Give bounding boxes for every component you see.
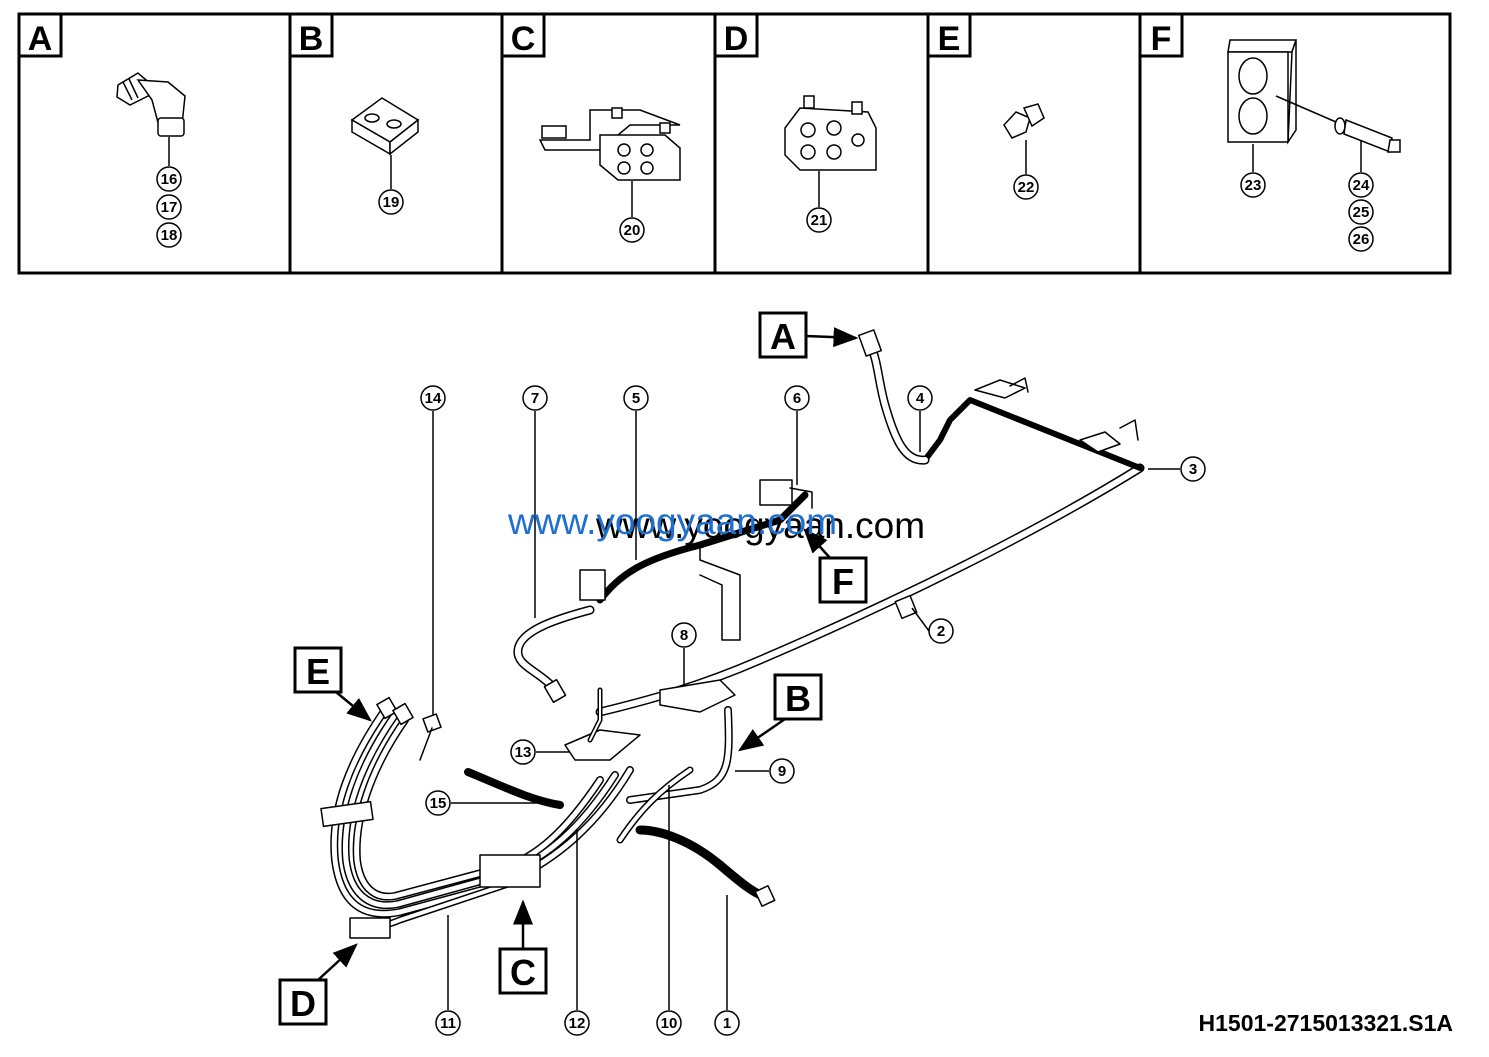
panel-b-letter: B — [299, 20, 324, 58]
callout-12: 12 — [564, 1010, 590, 1036]
watermark-black: www.yoogyaan.com — [595, 505, 925, 546]
panel-f-letter: F — [1151, 20, 1172, 58]
svg-text:B: B — [785, 678, 811, 719]
angled-adapter-icon — [1003, 103, 1045, 139]
view-label-b: B — [737, 673, 823, 752]
svg-text:12: 12 — [569, 1015, 586, 1032]
callout-26: 26 — [1348, 226, 1374, 252]
callout-8: 8 — [671, 622, 697, 648]
callout-15: 15 — [425, 790, 451, 816]
elbow-fitting-icon — [116, 72, 186, 137]
callout-7: 7 — [522, 385, 548, 411]
panel-c: C 20 — [500, 12, 681, 243]
callout-25: 25 — [1348, 199, 1374, 225]
svg-text:D: D — [290, 983, 316, 1024]
callout-9: 9 — [769, 758, 795, 784]
callout-16: 16 — [156, 166, 182, 192]
callout-17: 17 — [156, 194, 182, 220]
svg-text:8: 8 — [680, 627, 688, 644]
svg-text:4: 4 — [916, 390, 925, 407]
panel-a: A 16 17 18 — [17, 12, 186, 248]
clamp-block-icon — [350, 97, 420, 156]
panel-f: F 23 24 25 26 — [1138, 12, 1401, 252]
svg-text:16: 16 — [161, 171, 178, 188]
svg-text:14: 14 — [425, 390, 442, 407]
callout-18: 18 — [156, 222, 182, 248]
callout-20: 20 — [619, 217, 645, 243]
svg-text:21: 21 — [811, 212, 828, 229]
callout-10: 10 — [656, 1010, 682, 1036]
callout-14: 14 — [420, 385, 446, 411]
callout-3: 3 — [1180, 456, 1206, 482]
panel-b: B 19 — [288, 12, 420, 215]
svg-text:23: 23 — [1245, 177, 1262, 194]
callout-19: 19 — [378, 189, 404, 215]
view-label-a: A — [758, 311, 859, 359]
svg-text:22: 22 — [1018, 179, 1035, 196]
bracket-clamp-icon — [538, 107, 681, 181]
view-label-c: C — [498, 899, 548, 995]
callout-leaders — [432, 411, 1180, 1010]
callout-2: 2 — [928, 618, 954, 644]
watermark-blue: www.yoogyaan.com — [507, 501, 837, 542]
callout-11: 11 — [435, 1010, 461, 1036]
svg-text:A: A — [770, 316, 796, 357]
callout-21: 21 — [806, 207, 832, 233]
callout-13: 13 — [510, 739, 536, 765]
double-clamp-icon — [784, 95, 877, 171]
view-label-e: E — [293, 646, 372, 722]
callout-23: 23 — [1240, 172, 1266, 198]
svg-text:18: 18 — [161, 227, 178, 244]
clamp-block-bolt-icon — [1227, 39, 1401, 154]
svg-text:E: E — [306, 651, 330, 692]
panel-d-letter: D — [724, 20, 749, 58]
svg-text:C: C — [510, 952, 536, 993]
svg-text:20: 20 — [624, 222, 641, 239]
svg-text:19: 19 — [383, 194, 400, 211]
svg-text:17: 17 — [161, 199, 178, 216]
svg-text:26: 26 — [1353, 231, 1370, 248]
svg-text:13: 13 — [515, 744, 532, 761]
callout-5: 5 — [623, 385, 649, 411]
svg-text:6: 6 — [793, 390, 801, 407]
callout-22: 22 — [1013, 174, 1039, 200]
panel-d: D 21 — [713, 12, 877, 233]
svg-text:10: 10 — [661, 1015, 678, 1032]
panel-e-letter: E — [938, 20, 961, 58]
svg-text:3: 3 — [1189, 461, 1197, 478]
callout-4: 4 — [907, 385, 933, 411]
svg-text:1: 1 — [723, 1015, 731, 1032]
svg-text:9: 9 — [778, 763, 786, 780]
svg-text:7: 7 — [531, 390, 539, 407]
svg-text:2: 2 — [937, 623, 945, 640]
callout-24: 24 — [1348, 172, 1374, 198]
panel-c-letter: C — [511, 20, 536, 58]
svg-text:15: 15 — [430, 795, 447, 812]
svg-text:11: 11 — [440, 1015, 456, 1032]
svg-text:24: 24 — [1353, 177, 1370, 194]
callout-6: 6 — [784, 385, 810, 411]
panel-a-letter: A — [28, 20, 53, 58]
callout-1: 1 — [714, 1010, 740, 1036]
svg-text:F: F — [832, 561, 854, 602]
svg-text:5: 5 — [632, 390, 640, 407]
svg-text:25: 25 — [1353, 204, 1370, 221]
view-label-f: F — [803, 528, 868, 604]
view-label-d: D — [278, 943, 358, 1026]
hose-assembly — [320, 329, 1145, 939]
drawing-code: H1501-2715013321.S1A — [1198, 1010, 1453, 1036]
panel-e: E 22 — [926, 12, 1045, 200]
